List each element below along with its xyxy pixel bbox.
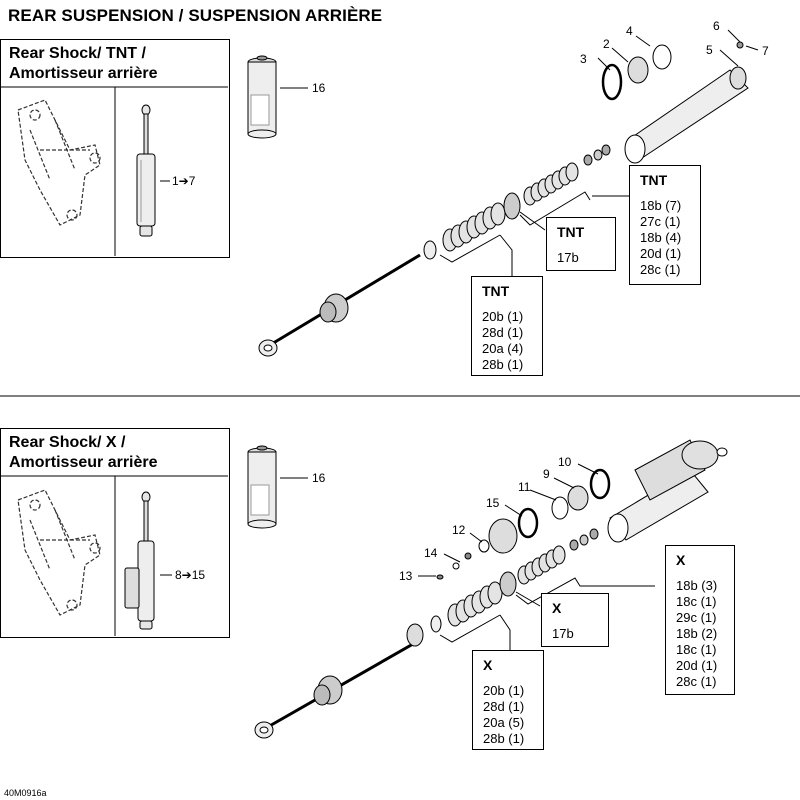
- callout-6: 6: [713, 19, 720, 33]
- callout-11: 11: [518, 480, 531, 494]
- kit-tnt-b: TNT 17b: [546, 217, 616, 271]
- kit-tnt-a: TNT 18b (7) 27c (1) 18b (4) 20d (1) 28c …: [629, 165, 701, 285]
- top-panel: Rear Shock/ TNT / Amortisseur arrière: [0, 39, 230, 258]
- rear-frame-sketch-2: [17, 489, 101, 616]
- bottom-shock-assembly: [254, 439, 728, 739]
- rear-frame-sketch: [17, 99, 101, 226]
- top-shock-ref: 1➔7: [172, 174, 196, 188]
- callout-14: 14: [424, 546, 438, 560]
- callout-10: 10: [558, 455, 572, 469]
- kit-x-a: X 18b (3) 18c (1) 29c (1) 18b (2) 18c (1…: [665, 545, 735, 695]
- oil-can-2: [247, 445, 308, 529]
- callout-15: 15: [486, 496, 500, 510]
- page-title: REAR SUSPENSION / SUSPENSION ARRIÈRE: [8, 6, 383, 25]
- callout-13: 13: [399, 569, 413, 583]
- top-shock-assembly: [258, 29, 759, 357]
- callout-5: 5: [706, 43, 713, 57]
- bottom-panel-title: Rear Shock/ X / Amortisseur arrière: [9, 434, 158, 471]
- bottom-panel: Rear Shock/ X / Amortisseur arrière: [0, 428, 230, 638]
- callout-16-b: 16: [312, 471, 326, 485]
- callout-4: 4: [626, 24, 633, 38]
- callout-12: 12: [452, 523, 466, 537]
- callout-7: 7: [762, 44, 769, 58]
- drawing-code: 40M0916a: [4, 788, 47, 798]
- kit-x-c: X 20b (1) 28d (1) 20a (5) 28b (1): [472, 650, 544, 750]
- shock-thumbnail-2: [124, 491, 172, 630]
- callout-3: 3: [580, 52, 587, 66]
- callout-2: 2: [603, 37, 610, 51]
- shock-thumbnail: [136, 104, 170, 237]
- oil-can: [247, 55, 308, 139]
- kit-x-b: X 17b: [541, 593, 609, 647]
- callout-16: 16: [312, 81, 326, 95]
- kit-tnt-c: TNT 20b (1) 28d (1) 20a (4) 28b (1): [471, 276, 543, 376]
- top-panel-title: Rear Shock/ TNT / Amortisseur arrière: [9, 45, 158, 82]
- bottom-shock-ref: 8➔15: [175, 568, 206, 582]
- callout-9: 9: [543, 467, 550, 481]
